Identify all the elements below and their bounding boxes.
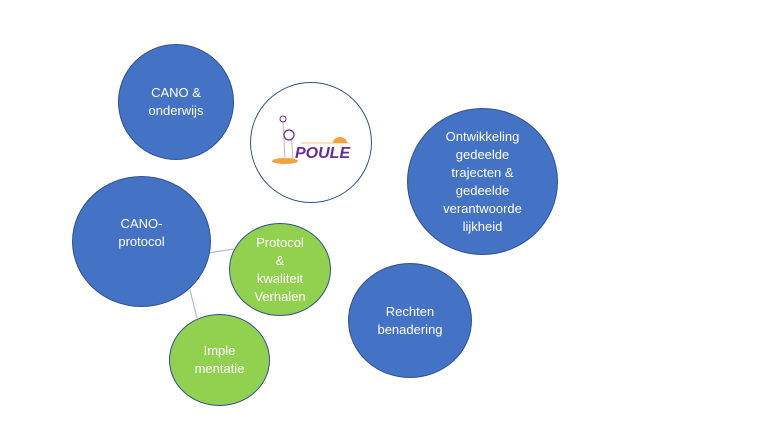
node-rechten[interactable]: Rechten benadering — [348, 263, 472, 378]
node-label: Rechten benadering — [377, 303, 443, 337]
node-cano-protocol[interactable]: CANO- protocol — [72, 176, 211, 307]
poule-logo-icon: POULE — [272, 115, 351, 164]
node-protocol-kwaliteit[interactable]: Protocol & kwaliteit Verhalen — [229, 223, 331, 316]
node-label: CANO- protocol — [118, 216, 165, 249]
node-label: Ontwikkeling gedeelde trajecten & gedeel… — [443, 128, 522, 234]
node-ontwikkeling[interactable]: Ontwikkeling gedeelde trajecten & gedeel… — [407, 108, 558, 255]
connector-implementatie — [189, 289, 198, 319]
node-label: Protocol & kwaliteit Verhalen — [254, 234, 306, 304]
connector-protocol-kwaliteit — [207, 248, 235, 254]
node-label: CANO & onderwijs — [148, 85, 204, 118]
logo-text: POULE — [295, 145, 351, 162]
node-implementatie[interactable]: Imple mentatie — [169, 314, 270, 406]
node-poule-logo[interactable]: POULE — [250, 82, 372, 203]
node-cano-onderwijs[interactable]: CANO & onderwijs — [118, 44, 234, 160]
node-label: Imple mentatie — [194, 343, 245, 376]
